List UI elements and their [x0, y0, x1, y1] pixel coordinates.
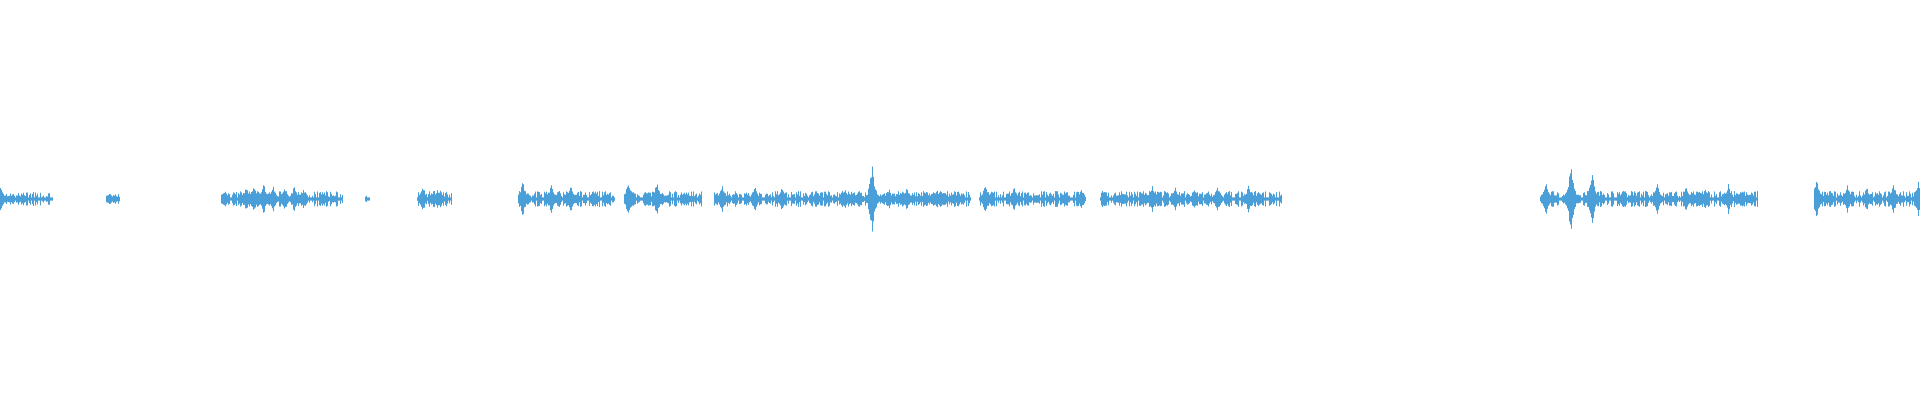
- waveform-segment: [518, 183, 615, 215]
- waveform-segment: [979, 187, 1086, 211]
- waveform-segment: [221, 185, 343, 213]
- waveform-segment: [106, 194, 120, 204]
- waveform-segment: [868, 166, 965, 232]
- waveform-segment: [1100, 185, 1282, 213]
- waveform-segment: [1814, 181, 1920, 217]
- waveform-segment: [417, 188, 452, 210]
- waveform-segment: [365, 195, 370, 203]
- waveform-segment: [0, 188, 53, 210]
- waveform-segment: [624, 184, 702, 214]
- waveform-segment: [1540, 169, 1758, 229]
- waveform-signal: [0, 166, 1920, 232]
